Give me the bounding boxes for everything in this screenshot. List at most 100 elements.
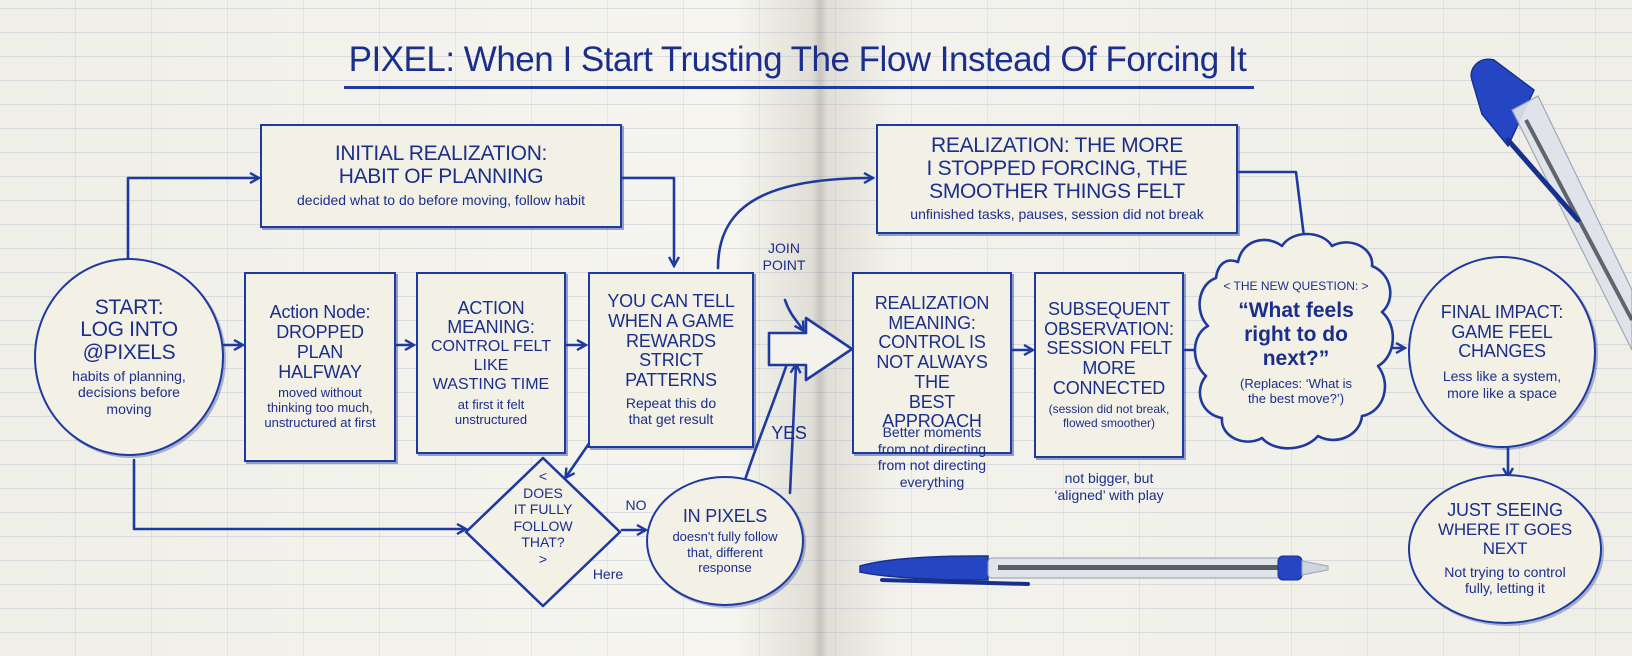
label-here: Here [585,566,631,583]
action-meaning-sub2: unstructured [455,412,527,427]
you-can-tell-sub2: that get result [629,411,714,428]
decision-line0: < [488,468,598,485]
action-meaning-sub1: at first it felt [458,397,524,412]
realization-meaning-line1: REALIZATION [875,294,989,314]
realization-meaning-sub2: from not directing [842,441,1022,458]
diagonal-pen [1468,50,1632,380]
action-node-line1: Action Node: [270,303,371,323]
subsequent-notes: not bigger, but ‘aligned’ with play [1030,470,1188,503]
action-meaning-line3: CONTROL FELT [431,338,551,357]
you-can-tell-box: YOU CAN TELL WHEN A GAME REWARDS STRICT … [588,272,754,448]
action-node-sub3: unstructured at first [264,415,375,430]
in-pixels-sub3: response [698,560,751,575]
label-yes: YES [764,424,814,444]
decision-line1: DOES [488,485,598,502]
realization-top-box: REALIZATION: THE MORE I STOPPED FORCING,… [876,124,1238,234]
realization-meaning-line2: MEANING: [888,314,975,334]
initial-sub: decided what to do before moving, follow… [297,192,585,209]
start-sub2: decisions before [78,384,180,401]
subsequent-line4: MORE [1082,359,1135,379]
decision-line4: THAT? [488,534,598,551]
decision-line5: > [488,551,598,568]
realization-meaning-sub3: from not directing [842,457,1022,474]
action-meaning-line1: ACTION [458,299,525,319]
decision-text: < DOES IT FULLY FOLLOW THAT? > [488,468,598,567]
in-pixels-circle: IN PIXELS doesn't fully follow that, dif… [646,476,804,606]
action-node-sub2: thinking too much, [267,400,373,415]
decision-line3: FOLLOW [488,518,598,535]
action-meaning-line5: WASTING TIME [433,376,549,395]
new-question-text: < THE NEW QUESTION: > “What feels right … [1196,232,1396,454]
initial-realization-box: INITIAL REALIZATION: HABIT OF PLANNING d… [260,124,622,228]
you-can-tell-line1: YOU CAN TELL [607,292,734,312]
subsequent-below2: ‘aligned’ with play [1030,487,1188,504]
just-seeing-sub2: fully, letting it [1465,580,1545,597]
realization-top-sub: unfinished tasks, pauses, session did no… [910,206,1203,223]
action-meaning-line2: MEANING: [447,318,534,338]
you-can-tell-line2: WHEN A GAME [608,312,734,332]
subsequent-observation-box: SUBSEQUENT OBSERVATION: SESSION FELT MOR… [1034,272,1184,458]
realization-top-line3: SMOOTHER THINGS FELT [929,181,1185,204]
start-circle: START: LOG INTO @PIXELS habits of planni… [34,258,224,456]
decision-line2: IT FULLY [488,501,598,518]
just-seeing-circle: JUST SEEING WHERE IT GOES NEXT Not tryin… [1408,474,1602,624]
action-meaning-line4: LIKE [474,357,509,376]
just-seeing-line2: WHERE IT GOES NEXT [1418,521,1592,558]
action-meaning-box: ACTION MEANING: CONTROL FELT LIKE WASTIN… [416,272,566,454]
action-node-line4: HALFWAY [278,363,362,383]
arrow-initial-to-youcantell [622,178,674,265]
subsequent-sub2: flowed smoother) [1063,416,1155,430]
start-sub1: habits of planning, [72,368,186,385]
realization-meaning-line3: CONTROL IS [878,333,985,353]
new-question-q2: right to do [1244,323,1348,347]
realization-top-line1: REALIZATION: THE MORE [931,135,1183,158]
in-pixels-sub2: that, different [687,545,763,560]
just-seeing-sub1: Not trying to control [1444,564,1565,581]
initial-line1: INITIAL REALIZATION: [335,143,547,166]
arrow-start-to-initial [128,178,258,262]
arrow-joinpoint-pointer [785,300,803,330]
start-sub3: moving [106,401,151,418]
new-question-q3: next?” [1263,347,1330,371]
label-join-line1: JOIN [756,240,812,257]
subsequent-line1: SUBSEQUENT [1048,300,1170,320]
action-node-line3: PLAN [297,343,343,363]
start-line1: START: [95,297,164,320]
action-node-box: Action Node: DROPPED PLAN HALFWAY moved … [244,272,396,462]
you-can-tell-line4: STRICT PATTERNS [594,351,748,391]
horizontal-pen [858,544,1358,600]
action-node-line2: DROPPED [276,323,364,343]
subsequent-line2: OBSERVATION: [1044,320,1174,340]
start-line3: @PIXELS [83,342,176,365]
title-underline [344,86,1254,89]
arrow-start-to-decision [134,460,465,529]
you-can-tell-sub1: Repeat this do [626,395,716,412]
subsequent-line5: CONNECTED [1053,379,1165,399]
realization-meaning-sub1: Better moments [842,424,1022,441]
join-arrow [769,318,852,380]
realization-meaning-sub4: everything [842,474,1022,491]
you-can-tell-line3: REWARDS [626,332,716,352]
in-pixels-line1: IN PIXELS [683,507,767,527]
subsequent-below1: not bigger, but [1030,470,1188,487]
label-join-line2: POINT [756,257,812,274]
initial-line2: HABIT OF PLANNING [339,166,544,189]
label-no: NO [618,497,654,514]
new-question-sub1: (Replaces: ‘What is [1240,376,1352,391]
realization-meaning-line4: NOT ALWAYS THE [858,353,1006,393]
realization-top-line2: I STOPPED FORCING, THE [927,158,1188,181]
subsequent-sub1: (session did not break, [1049,402,1170,416]
realization-meaning-notes: Better moments from not directing from n… [842,424,1022,490]
final-impact-sub2: more like a space [1447,385,1557,402]
new-question-header: < THE NEW QUESTION: > [1223,279,1368,293]
page-title: PIXEL: When I Start Trusting The Flow In… [330,40,1265,80]
label-join-point: JOIN POINT [756,240,812,273]
in-pixels-sub1: doesn't fully follow [672,529,777,544]
subsequent-line3: SESSION FELT [1046,339,1171,359]
new-question-q1: “What feels [1238,299,1354,323]
action-node-sub1: moved without [278,385,362,400]
new-question-sub2: the best move?’) [1248,391,1344,406]
start-line2: LOG INTO [80,319,178,342]
new-question-cloud: < THE NEW QUESTION: > “What feels right … [1196,232,1396,454]
